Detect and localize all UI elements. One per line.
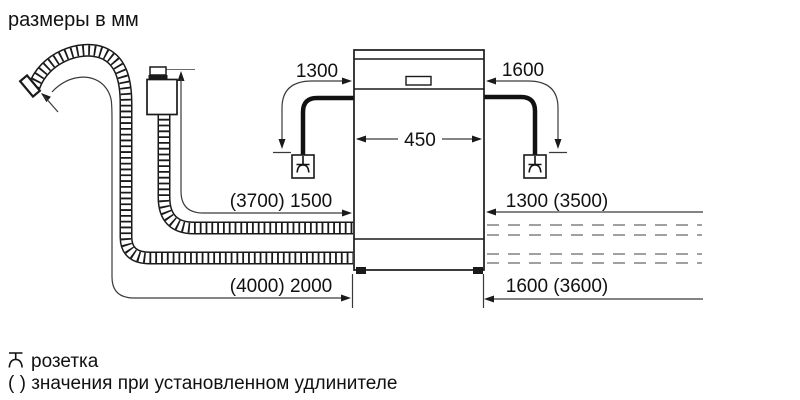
label-right-upper-hose: 1300 (3500) xyxy=(506,191,608,212)
dimension-right-cord xyxy=(486,77,567,154)
dashed-hose-continuation-lines xyxy=(487,224,702,264)
drain-hose xyxy=(27,43,353,265)
label-left-cord: 1300 xyxy=(296,61,338,82)
label-right-cord: 1600 xyxy=(502,60,544,81)
dimension-left-upper-hose xyxy=(166,68,352,217)
dishwasher-foot-left xyxy=(356,267,366,274)
right-socket-icon xyxy=(523,154,547,179)
label-appliance-width: 450 xyxy=(404,130,436,151)
supply-hose xyxy=(157,113,353,235)
right-power-cord xyxy=(484,94,538,155)
aquastop-valve xyxy=(146,66,178,116)
dishwasher-foot-right xyxy=(473,267,483,274)
socket-legend-icon xyxy=(8,352,23,368)
dimension-appliance-width xyxy=(356,135,482,143)
legend-parentheses-note: ( ) значения при установленном удлинител… xyxy=(8,373,397,394)
dishwasher-handle xyxy=(405,75,432,86)
legend: розетка ( ) значения при установленном у… xyxy=(8,351,397,394)
dimension-right-upper-hose xyxy=(486,208,703,216)
dimension-left-lower-hose xyxy=(41,76,351,302)
dimension-left-cord xyxy=(273,77,352,154)
page-title: размеры в мм xyxy=(8,9,139,31)
label-left-upper-hose: (3700) 1500 xyxy=(230,191,332,212)
legend-socket-label: розетка xyxy=(31,351,99,372)
dishwasher xyxy=(353,49,485,274)
label-right-lower-hose: 1600 (3600) xyxy=(506,276,608,297)
left-power-cord xyxy=(300,95,354,155)
dimension-right-lower-hose xyxy=(484,295,703,303)
drain-hose-end-cap xyxy=(18,73,42,99)
left-socket-icon xyxy=(291,154,315,179)
label-left-lower-hose: (4000) 2000 xyxy=(230,276,332,297)
